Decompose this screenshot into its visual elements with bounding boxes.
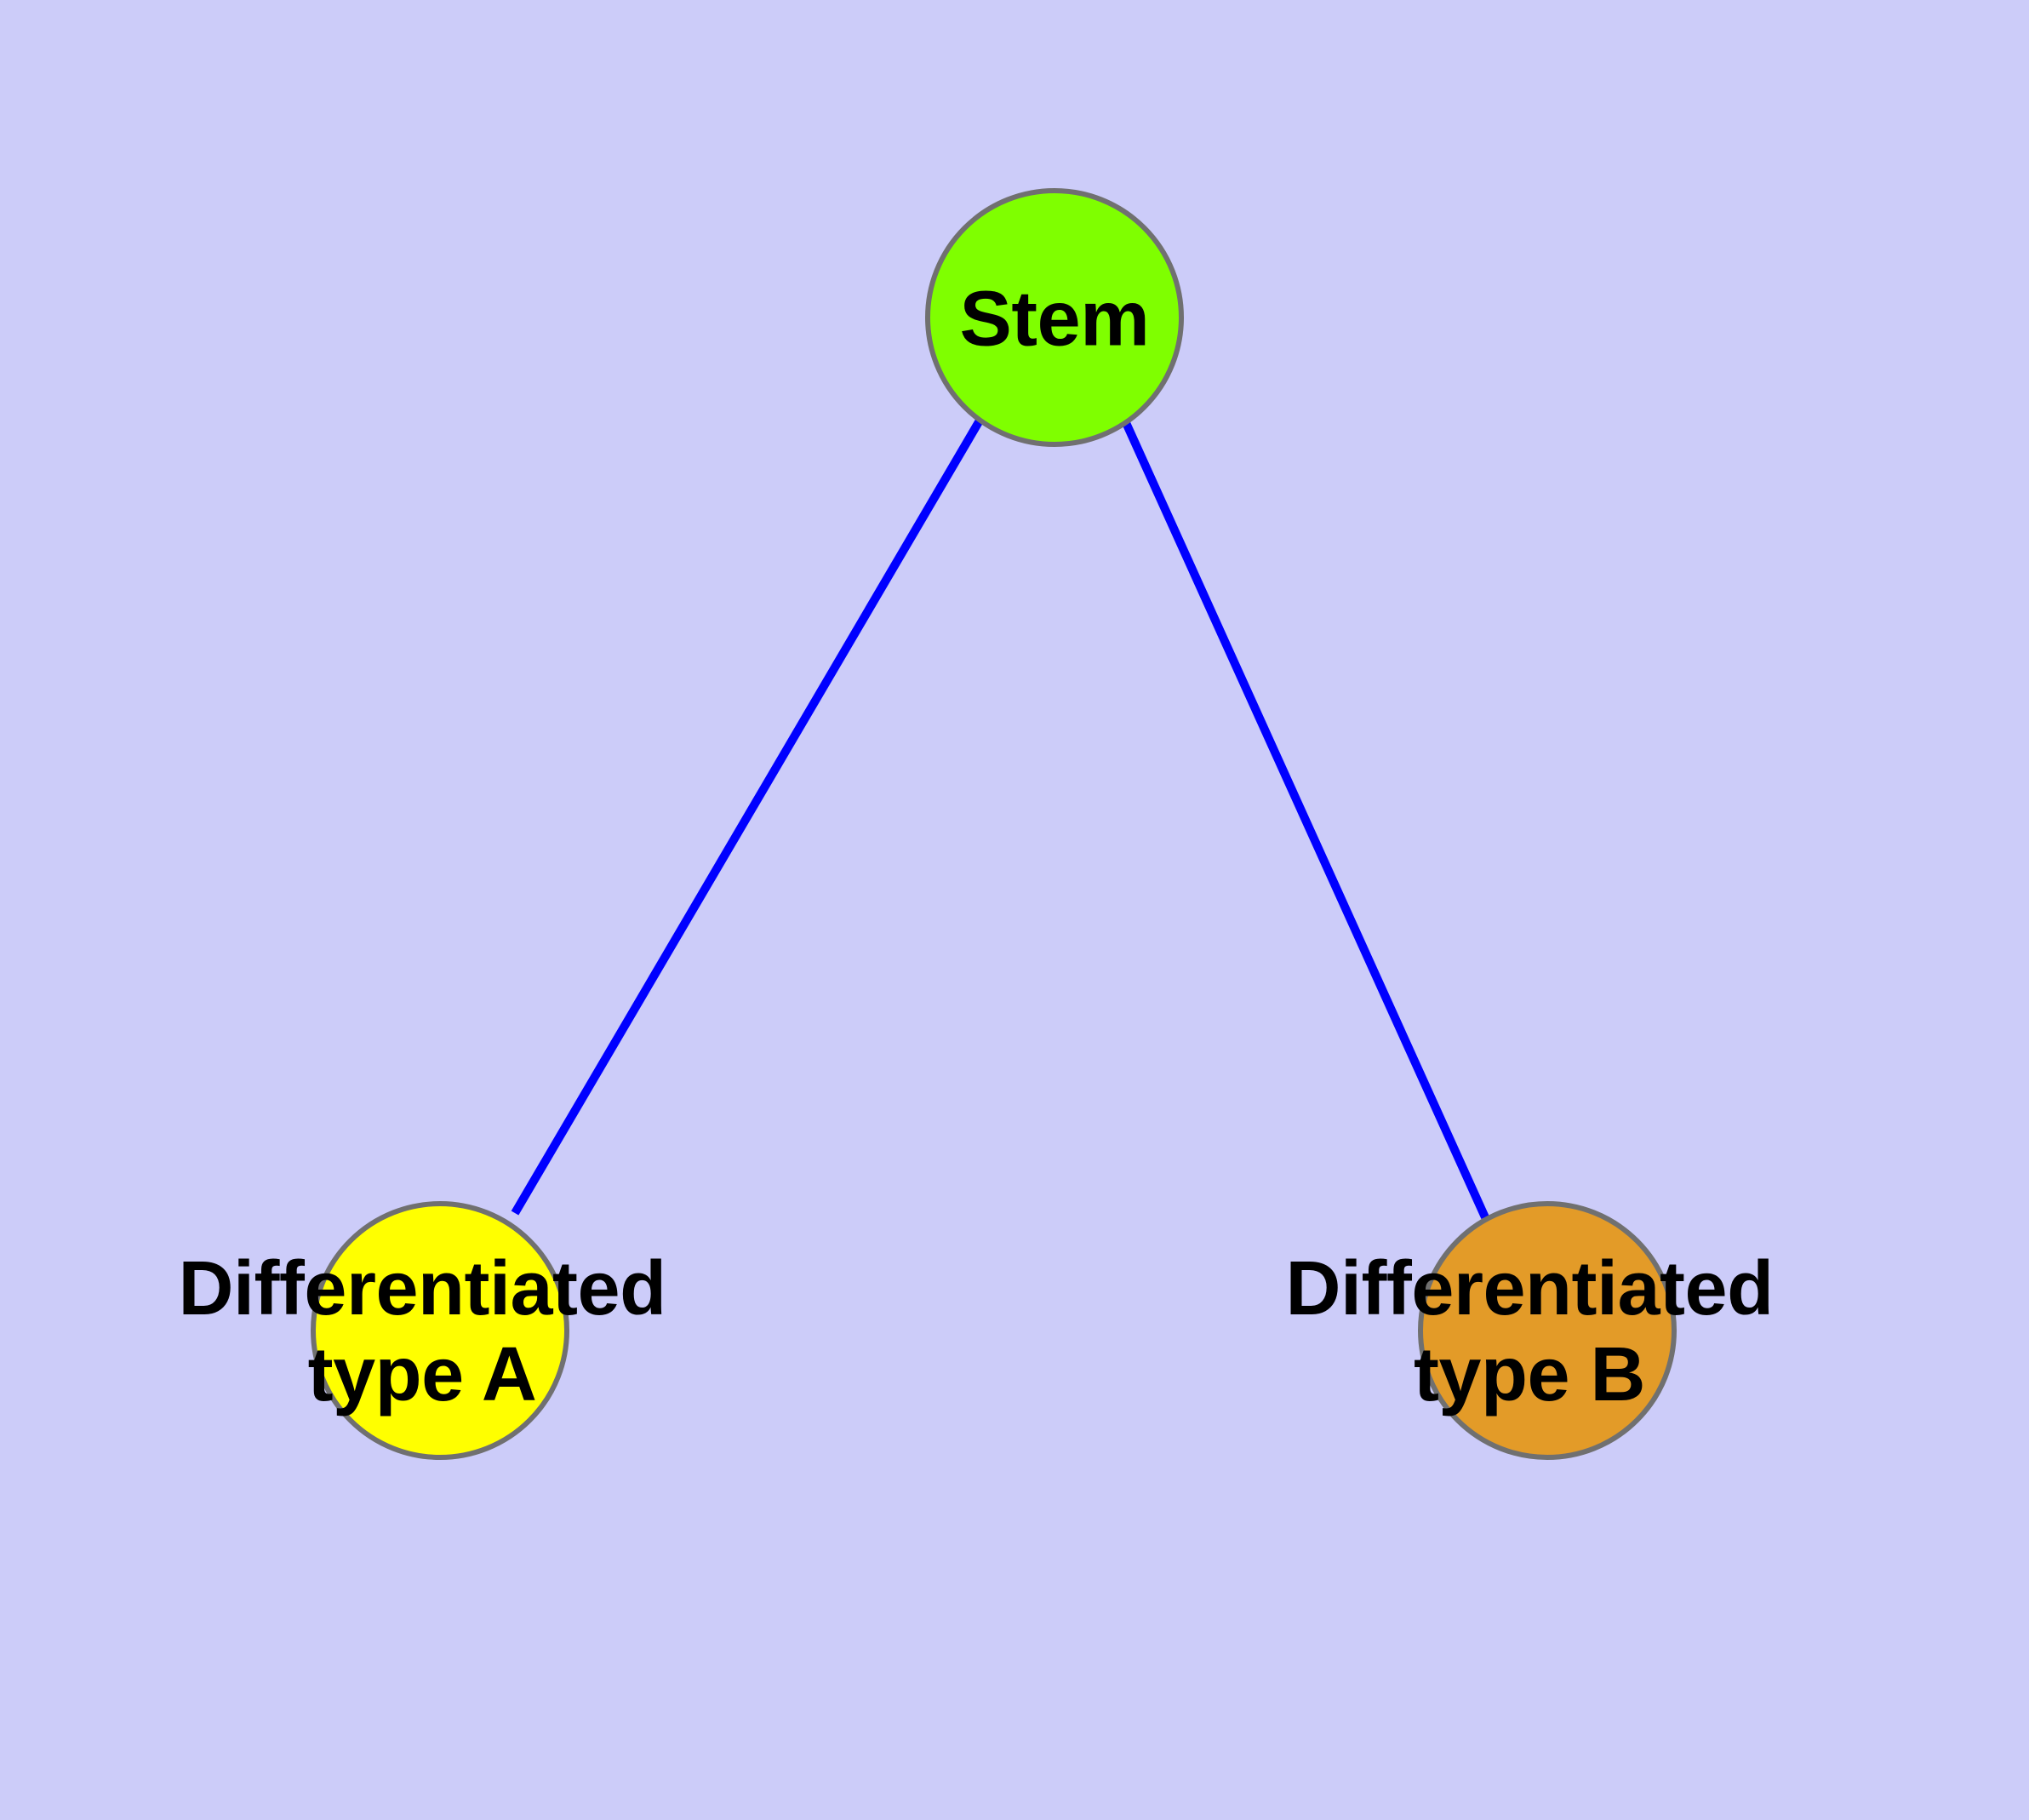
- node-layer: [311, 188, 1677, 1460]
- node-stem-circle[interactable]: [925, 188, 1184, 447]
- edge-layer: [511, 415, 1489, 1220]
- node-differentiated-type-b-circle[interactable]: [1418, 1201, 1677, 1460]
- node-differentiated-type-a-circle[interactable]: [311, 1201, 569, 1460]
- edge-stem-to-differentiated-type-b[interactable]: [1119, 415, 1489, 1220]
- edge-stem-to-differentiated-type-a[interactable]: [511, 418, 984, 1216]
